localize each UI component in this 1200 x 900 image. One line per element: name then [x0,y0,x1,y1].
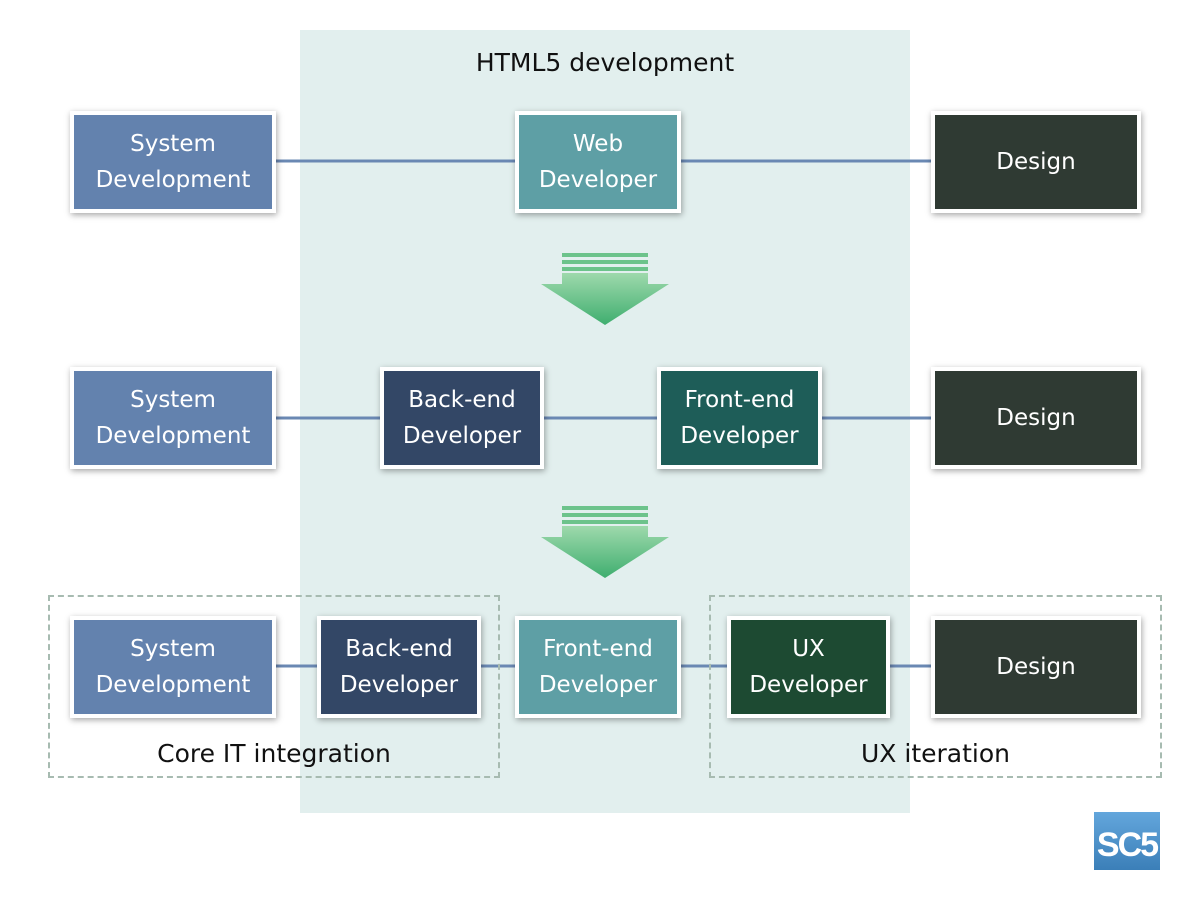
box-label: System Development [95,131,251,193]
r2-design-box: Design [931,367,1141,469]
box-label: UX Developer [749,636,868,698]
box-label: Front-end Developer [538,636,658,698]
ux-iteration-group [709,595,1162,778]
r3-back-end-developer-box: Back-end Developer [317,616,481,718]
r2-system-development-box: System Development [70,367,276,469]
r2-back-end-developer-box: Back-end Developer [380,367,544,469]
r1-design-box: Design [931,111,1141,213]
r3-design-box: Design [931,616,1141,718]
r3-system-development-box: System Development [70,616,276,718]
box-label: Design [996,149,1076,175]
core-it-integration-group [48,595,500,778]
r2-front-end-developer-box: Front-end Developer [657,367,822,469]
sc5-logo-icon: SC5 [1094,812,1160,870]
box-label: Design [996,405,1076,431]
box-label: Design [996,654,1076,680]
r3-front-end-developer-box: Front-end Developer [515,616,681,718]
r1-web-developer-box: Web Developer [515,111,681,213]
box-label: System Development [95,636,251,698]
box-label: Back-end Developer [402,387,522,449]
box-label: System Development [95,387,251,449]
box-label: Back-end Developer [339,636,459,698]
logo-text: SC5 [1097,826,1158,864]
box-label: Web Developer [538,131,658,193]
ux-iteration-label: UX iteration [861,739,1010,768]
box-label: Front-end Developer [680,387,799,449]
r1-system-development-box: System Development [70,111,276,213]
down-arrow-icon [541,506,669,578]
down-arrow-icon [541,253,669,325]
r3-ux-developer-box: UX Developer [727,616,890,718]
core-it-integration-label: Core IT integration [157,739,391,768]
region-title: HTML5 development [475,48,735,77]
